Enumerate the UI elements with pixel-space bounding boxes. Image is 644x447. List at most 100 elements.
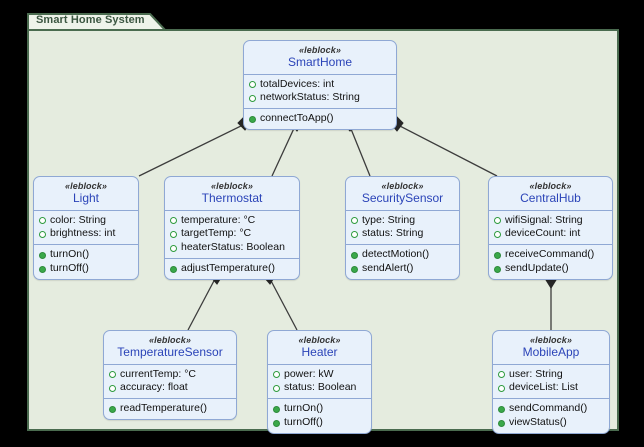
operations-compartment: turnOn() turnOff() — [268, 398, 371, 433]
attribute-label: status: Boolean — [284, 381, 357, 394]
connector-smarthome-securitysensor — [348, 123, 371, 177]
block-stereotype: «leblock» — [211, 181, 253, 191]
operation-row: turnOff() — [273, 416, 367, 430]
attribute-row: deviceList: List — [498, 381, 605, 395]
attribute-visibility-icon — [273, 384, 280, 392]
block-thermostat[interactable]: «leblock» Thermostat temperature: °C tar… — [164, 176, 300, 280]
block-heater[interactable]: «leblock» Heater power: kW status: Boole… — [267, 330, 372, 434]
operation-row: viewStatus() — [498, 416, 605, 430]
attribute-row: color: String — [39, 214, 134, 228]
operation-row: connectToApp() — [249, 112, 392, 126]
attribute-row: status: String — [351, 227, 455, 241]
operations-compartment: detectMotion() sendAlert() — [346, 244, 459, 279]
attribute-label: type: String — [362, 213, 416, 226]
operation-row: turnOn() — [273, 402, 367, 416]
attribute-visibility-icon — [109, 384, 116, 392]
attribute-visibility-icon — [249, 94, 256, 102]
operation-visibility-icon — [351, 251, 358, 259]
attribute-label: networkStatus: String — [260, 91, 360, 104]
operation-label: receiveCommand() — [505, 248, 595, 261]
operation-row: turnOff() — [39, 262, 134, 276]
attribute-label: targetTemp: °C — [181, 227, 252, 240]
attribute-visibility-icon — [494, 216, 501, 224]
attribute-visibility-icon — [351, 230, 358, 238]
diagram-frame-label: Smart Home System — [36, 14, 145, 26]
block-title: Heater — [301, 345, 338, 360]
attribute-visibility-icon — [249, 80, 256, 88]
operation-visibility-icon — [273, 419, 280, 427]
attributes-compartment: temperature: °C targetTemp: °C heaterSta… — [165, 209, 299, 259]
block-header: «leblock» MobileApp — [493, 331, 609, 364]
operation-label: detectMotion() — [362, 248, 430, 261]
block-light[interactable]: «leblock» Light color: String brightness… — [33, 176, 139, 280]
block-header: «leblock» SecuritySensor — [346, 177, 459, 210]
operation-visibility-icon — [498, 419, 505, 427]
attribute-visibility-icon — [170, 216, 177, 224]
operation-row: sendCommand() — [498, 402, 605, 416]
block-stereotype: «leblock» — [65, 181, 107, 191]
block-header: «leblock» TemperatureSensor — [104, 331, 236, 364]
attribute-label: accuracy: float — [120, 381, 188, 394]
block-stereotype: «leblock» — [299, 45, 341, 55]
attribute-visibility-icon — [494, 230, 501, 238]
block-smarthome[interactable]: «leblock» SmartHome totalDevices: int ne… — [243, 40, 397, 131]
block-header: «leblock» SmartHome — [244, 41, 396, 74]
operation-label: turnOff() — [284, 416, 323, 429]
attribute-visibility-icon — [39, 216, 46, 224]
operation-visibility-icon — [273, 405, 280, 413]
operation-visibility-icon — [109, 405, 116, 413]
block-centralhub[interactable]: «leblock» CentralHub wifiSignal: String … — [488, 176, 613, 280]
operations-compartment: turnOn() turnOff() — [34, 244, 138, 279]
attribute-row: wifiSignal: String — [494, 214, 608, 228]
connector-lines — [138, 123, 552, 331]
operation-visibility-icon — [170, 265, 177, 273]
operation-visibility-icon — [249, 115, 256, 123]
connector-thermostat-heater — [268, 276, 298, 331]
attribute-row: status: Boolean — [273, 381, 367, 395]
block-header: «leblock» Thermostat — [165, 177, 299, 210]
operation-visibility-icon — [39, 251, 46, 259]
attribute-visibility-icon — [170, 244, 177, 252]
attribute-visibility-icon — [170, 230, 177, 238]
operation-row: receiveCommand() — [494, 248, 608, 262]
operation-row: readTemperature() — [109, 402, 232, 416]
operation-label: sendUpdate() — [505, 262, 569, 275]
connector-smarthome-centralhub — [395, 123, 498, 177]
attribute-visibility-icon — [351, 216, 358, 224]
operations-compartment: sendCommand() viewStatus() — [493, 398, 609, 433]
operations-compartment: readTemperature() — [104, 398, 236, 419]
block-securitysensor[interactable]: «leblock» SecuritySensor type: String st… — [345, 176, 460, 280]
attribute-row: targetTemp: °C — [170, 227, 295, 241]
block-temperaturesensor[interactable]: «leblock» TemperatureSensor currentTemp:… — [103, 330, 237, 421]
attribute-visibility-icon — [109, 370, 116, 378]
attribute-row: user: String — [498, 368, 605, 382]
block-stereotype: «leblock» — [529, 181, 572, 191]
block-stereotype: «leblock» — [530, 335, 572, 345]
operation-row: sendAlert() — [351, 262, 455, 276]
operation-row: turnOn() — [39, 248, 134, 262]
attribute-row: power: kW — [273, 368, 367, 382]
operation-label: sendAlert() — [362, 262, 414, 275]
block-title: SmartHome — [287, 55, 352, 70]
connector-smarthome-light — [138, 123, 246, 177]
operation-label: turnOn() — [50, 248, 90, 261]
attributes-compartment: power: kW status: Boolean — [268, 363, 371, 399]
operation-label: readTemperature() — [120, 402, 207, 415]
block-title: Thermostat — [201, 191, 263, 206]
attribute-row: totalDevices: int — [249, 78, 392, 92]
attributes-compartment: wifiSignal: String deviceCount: int — [489, 209, 612, 245]
attribute-label: totalDevices: int — [260, 77, 335, 90]
attribute-row: deviceCount: int — [494, 227, 608, 241]
attribute-label: currentTemp: °C — [120, 367, 196, 380]
block-stereotype: «leblock» — [149, 335, 191, 345]
attribute-label: user: String — [509, 367, 563, 380]
attributes-compartment: currentTemp: °C accuracy: float — [104, 363, 236, 399]
operation-label: sendCommand() — [509, 402, 588, 415]
block-mobileapp[interactable]: «leblock» MobileApp user: String deviceL… — [492, 330, 610, 434]
attributes-compartment: totalDevices: int networkStatus: String — [244, 73, 396, 109]
attribute-label: deviceList: List — [509, 381, 578, 394]
block-stereotype: «leblock» — [381, 181, 424, 191]
block-title: CentralHub — [520, 191, 581, 206]
operation-label: adjustTemperature() — [181, 262, 275, 275]
